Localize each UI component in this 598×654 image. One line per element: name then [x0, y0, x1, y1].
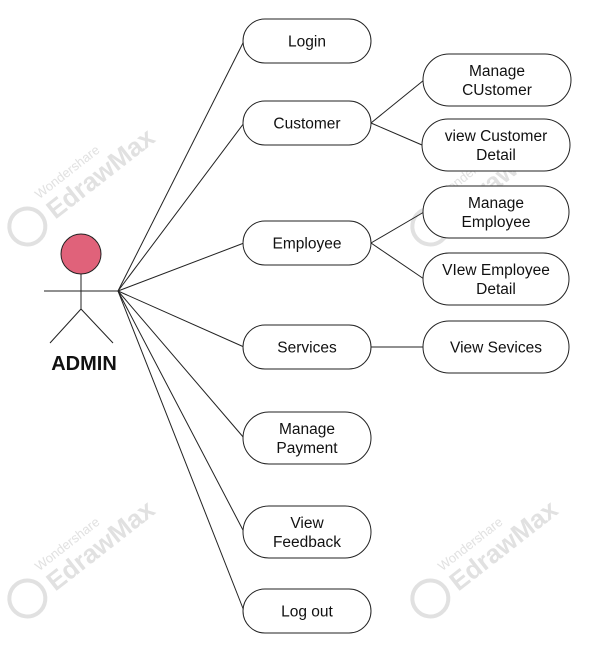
use-case-label: Manage: [469, 63, 525, 80]
watermark-logo-icon: [410, 578, 451, 619]
use-case-label: Services: [277, 340, 337, 357]
association-services: [117, 290, 245, 348]
use-case-label: Manage: [468, 195, 524, 212]
use-case-label: Feedback: [273, 534, 341, 551]
actor-head: [60, 233, 102, 275]
association-login: [117, 40, 245, 292]
use-case-shape: [242, 588, 372, 634]
use-case-shape: [422, 185, 570, 239]
use-case-shape: [242, 18, 372, 64]
actor-right-leg: [80, 308, 114, 344]
actor-label: ADMIN: [51, 353, 117, 375]
use-case-label: View: [290, 515, 324, 532]
watermark: Wondershare EdrawMax: [7, 493, 161, 619]
association-log-out: [117, 290, 245, 612]
use-case-shape: [421, 118, 571, 172]
use-case-employee: Employee: [242, 220, 372, 266]
use-case-label: view Customer: [445, 128, 548, 145]
use-case-label: Employee: [273, 236, 342, 253]
association-view-customer-detail: [370, 122, 423, 146]
use-case-login: Login: [242, 18, 372, 64]
use-case-log-out: Log out: [242, 588, 372, 634]
actor-admin: ADMIN: [44, 233, 118, 375]
use-case-services: Services: [242, 324, 372, 370]
association-view-feedback: [117, 290, 245, 533]
watermark-logo-icon: [7, 578, 48, 619]
use-case-label: View Sevices: [450, 340, 542, 357]
watermark: Wondershare EdrawMax: [7, 121, 161, 247]
association-customer: [117, 122, 245, 292]
actor-left-leg: [49, 308, 82, 344]
use-case-label: VIew Employee: [442, 262, 550, 279]
use-case-shape: [242, 324, 372, 370]
use-case-shape: [242, 411, 372, 465]
use-case-shape: [242, 505, 372, 559]
use-case-label: Customer: [273, 116, 340, 133]
use-case-shape: [242, 100, 372, 146]
watermark: Wondershare EdrawMax: [410, 493, 564, 619]
use-case-label: CUstomer: [462, 82, 532, 99]
use-case-shape: [422, 320, 570, 374]
association-employee: [117, 242, 245, 292]
use-case-label: Employee: [462, 214, 531, 231]
association-manage-payment: [117, 290, 245, 439]
association-manage-employee: [370, 211, 425, 244]
use-case-shape: [242, 220, 372, 266]
actor-associations: [117, 40, 245, 612]
use-case-customer: Customer: [242, 100, 372, 146]
use-case-shape: [422, 53, 572, 107]
use-case-label: Log out: [281, 604, 333, 621]
watermark-logo-icon: [7, 206, 48, 247]
use-case-shape: [422, 252, 570, 306]
use-case-label: Detail: [476, 147, 516, 164]
use-cases: LoginCustomerEmployeeServicesManagePayme…: [242, 18, 572, 634]
use-case-label: Login: [288, 34, 326, 51]
use-case-label: Detail: [476, 281, 516, 298]
association-view-employee-detail: [370, 242, 425, 280]
use-case-label: Payment: [276, 440, 338, 457]
association-manage-customer: [370, 79, 425, 124]
use-case-view-sevices: View Sevices: [422, 320, 570, 374]
sub-associations: [370, 79, 425, 348]
use-case-label: Manage: [279, 421, 335, 438]
